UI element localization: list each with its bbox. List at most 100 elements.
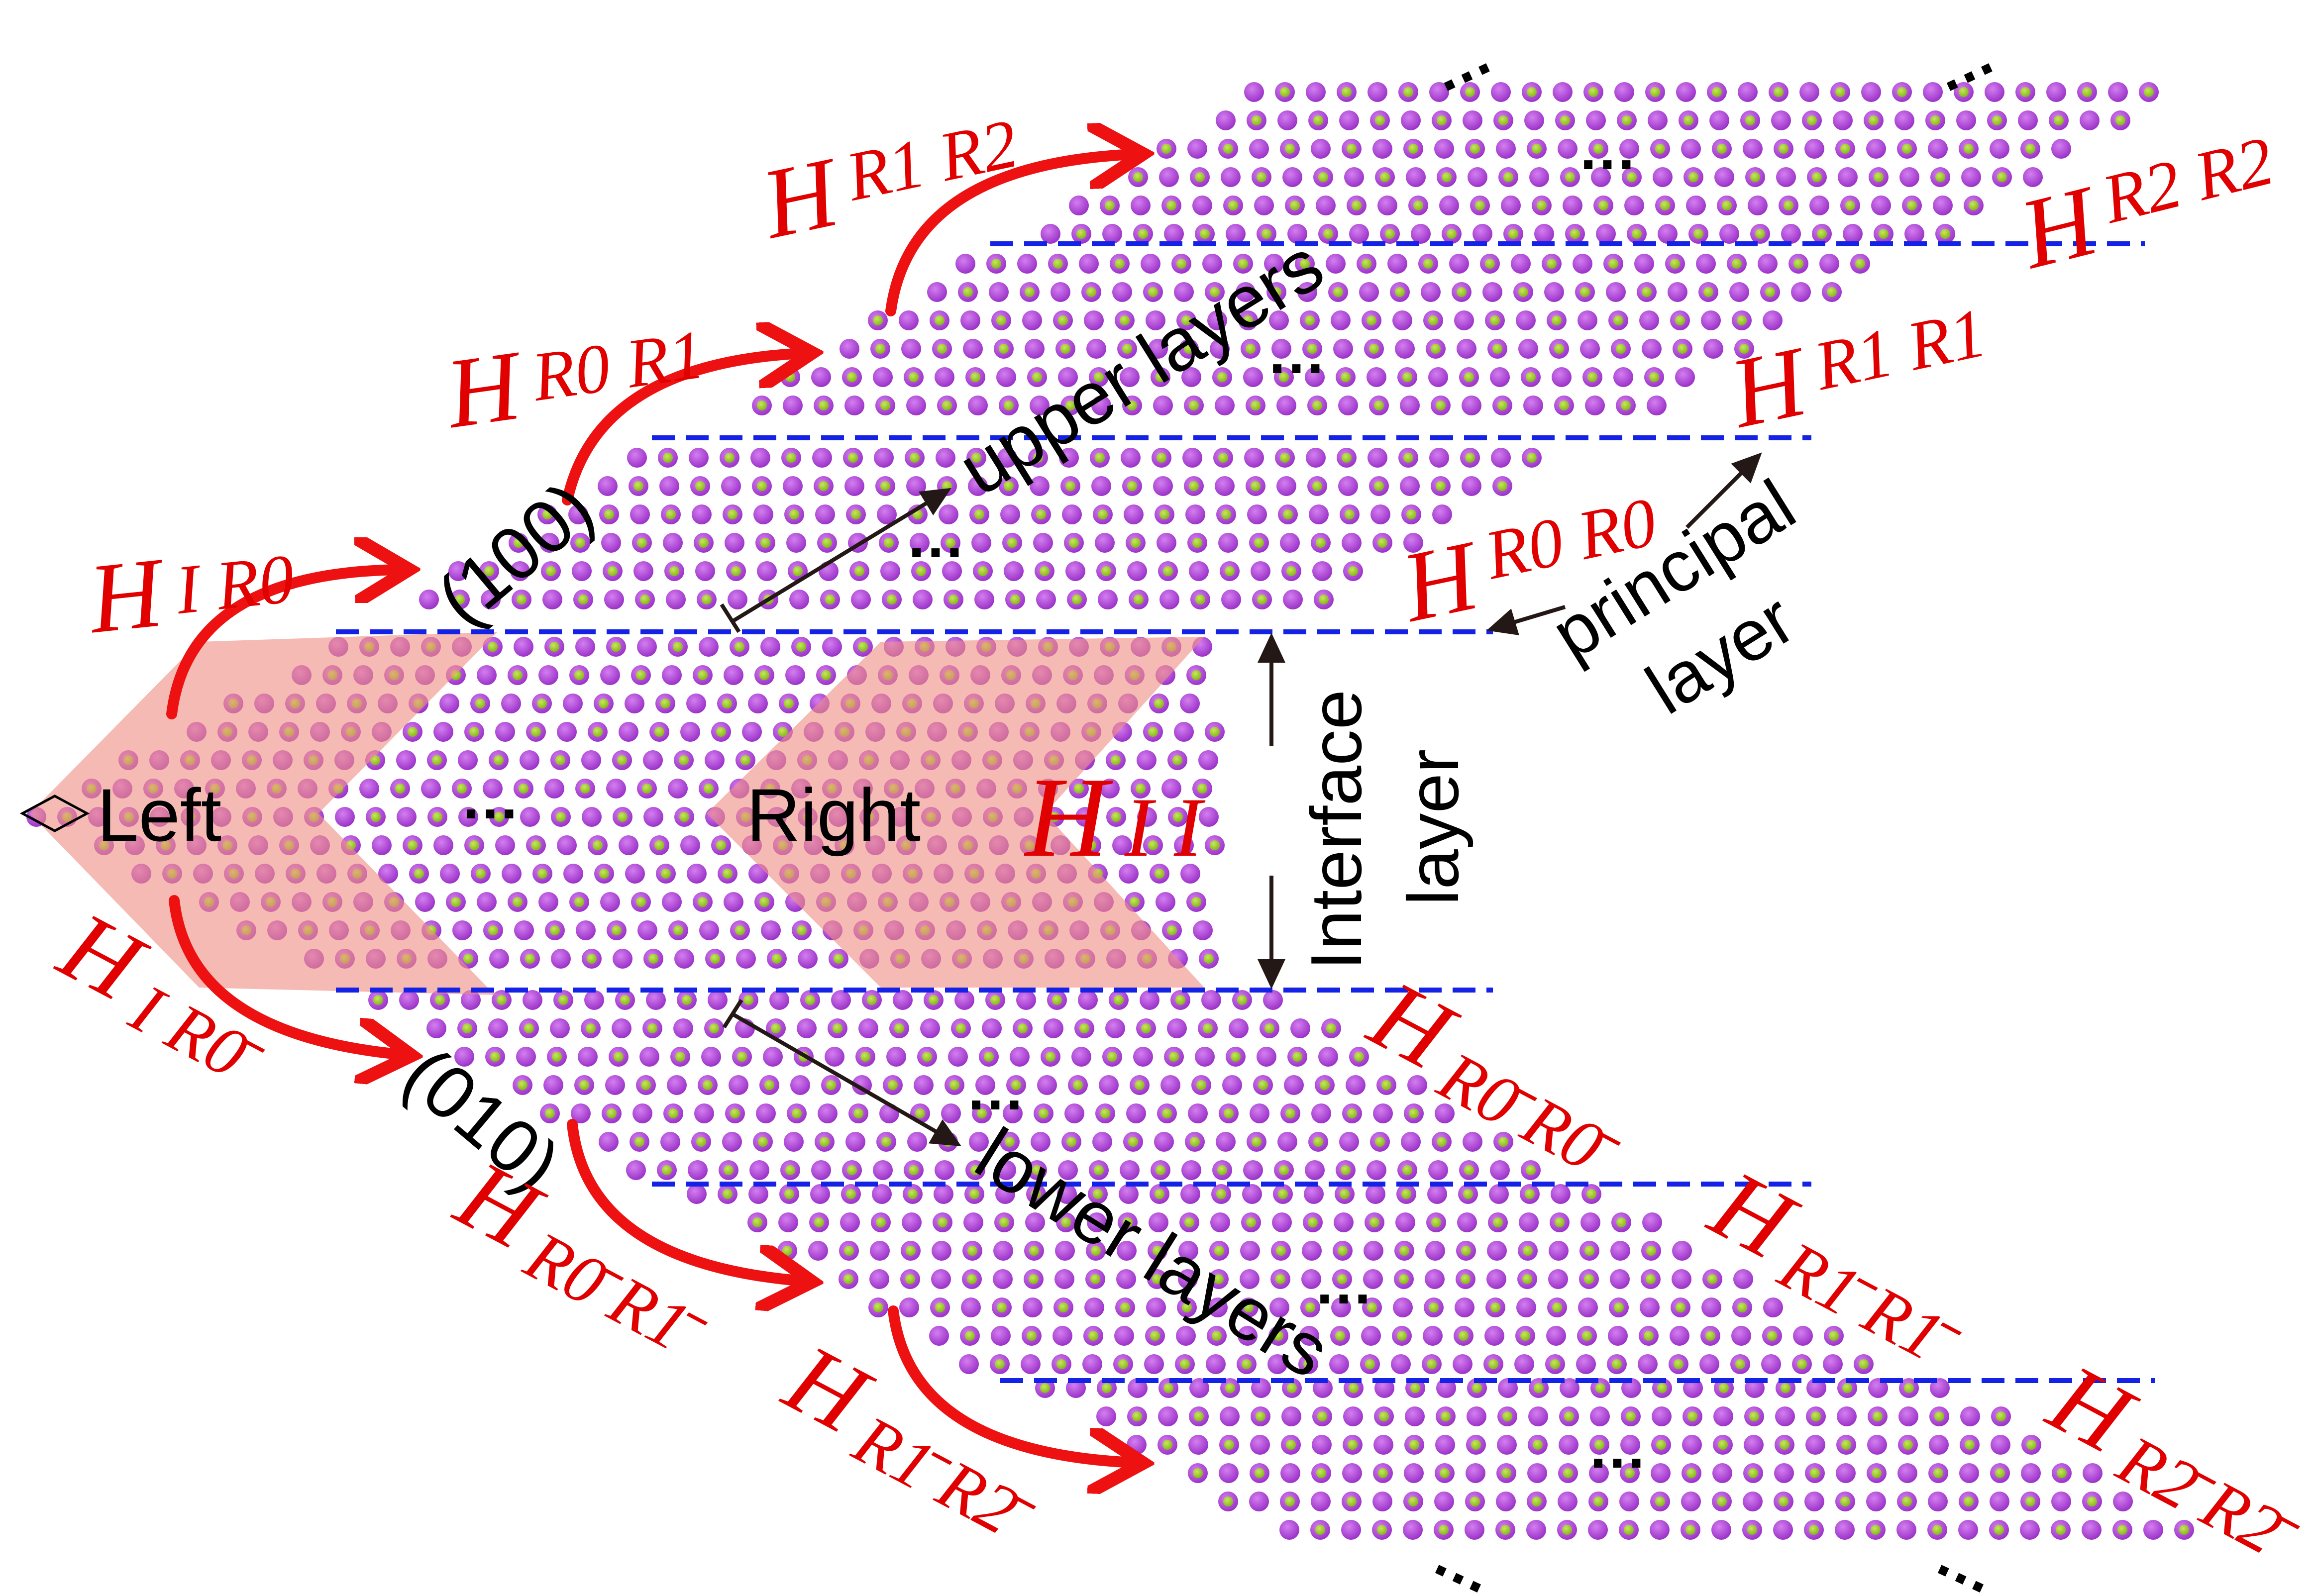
atom-green-core bbox=[1292, 1052, 1302, 1062]
atom-green-core bbox=[1285, 1496, 1295, 1506]
atom-green-core bbox=[1312, 481, 1322, 491]
atom-green-core bbox=[860, 1052, 870, 1062]
atom-green-core bbox=[580, 784, 590, 794]
atom-green-core bbox=[1503, 172, 1513, 182]
atom-purple bbox=[1284, 1075, 1304, 1095]
atom-purple bbox=[1249, 139, 1269, 159]
svg-text:H: H bbox=[752, 136, 851, 260]
atom-green-core bbox=[1264, 1023, 1274, 1033]
atom-green-core bbox=[2020, 87, 2030, 97]
atom-green-core bbox=[1532, 1496, 1542, 1506]
atom-purple bbox=[756, 1103, 776, 1123]
atom-green-core bbox=[550, 925, 560, 935]
atom-purple bbox=[1299, 1326, 1319, 1346]
atom-green-core bbox=[784, 1189, 794, 1199]
atom-green-core bbox=[974, 509, 984, 519]
atom-purple bbox=[1041, 224, 1060, 244]
atom-green-core bbox=[1779, 144, 1788, 154]
atom-purple bbox=[1406, 167, 1426, 187]
atom-green-core bbox=[703, 1080, 713, 1090]
atom-green-core bbox=[771, 1023, 781, 1033]
atom-purple bbox=[1401, 1132, 1421, 1152]
atom-purple bbox=[1549, 1241, 1569, 1261]
atom-green-core bbox=[1243, 315, 1253, 325]
atom-green-core bbox=[373, 995, 383, 1005]
atom-purple bbox=[1463, 110, 1482, 130]
atom-green-core bbox=[1735, 1359, 1745, 1369]
atom-green-core bbox=[1655, 144, 1665, 154]
atom-green-core bbox=[1182, 1302, 1192, 1312]
atom-purple bbox=[454, 1047, 474, 1067]
atom-green-core bbox=[1997, 172, 2007, 182]
atom-green-core bbox=[1587, 372, 1597, 382]
atom-green-core bbox=[695, 481, 705, 491]
atom-purple bbox=[1703, 339, 1723, 359]
atom-green-core bbox=[1244, 1302, 1254, 1312]
atom-purple bbox=[1781, 224, 1801, 244]
atom-green-core bbox=[514, 538, 524, 548]
atom-purple bbox=[523, 990, 542, 1010]
atom-purple bbox=[688, 1160, 708, 1180]
atom-green-core bbox=[593, 840, 603, 850]
atom-purple bbox=[877, 504, 897, 524]
atom-purple bbox=[1923, 82, 1943, 102]
atom-purple bbox=[1058, 367, 1078, 387]
atom-purple bbox=[1282, 167, 1302, 187]
atom-green-core bbox=[782, 1246, 792, 1256]
atom-green-core bbox=[1305, 1302, 1315, 1312]
atom-purple bbox=[2021, 1463, 2041, 1483]
atom-green-core bbox=[1278, 1189, 1288, 1199]
atom-green-core bbox=[1440, 1468, 1450, 1478]
atom-green-core bbox=[1463, 1189, 1473, 1199]
atom-green-core bbox=[469, 840, 479, 850]
atom-green-core bbox=[826, 1080, 836, 1090]
atom-green-core bbox=[1427, 1359, 1437, 1369]
atom-purple bbox=[1148, 339, 1168, 359]
atom-purple bbox=[1082, 1354, 1102, 1374]
atom-green-core bbox=[1374, 481, 1384, 491]
atom-purple bbox=[1302, 1241, 1322, 1261]
atom-green-core bbox=[792, 1108, 802, 1118]
atom-green-core bbox=[1300, 259, 1310, 269]
atom-purple bbox=[1457, 339, 1476, 359]
atom-green-core bbox=[731, 566, 741, 576]
atom-purple bbox=[778, 1212, 798, 1232]
atom-green-core bbox=[1305, 315, 1315, 325]
atom-green-core bbox=[1555, 1217, 1565, 1227]
atom-purple bbox=[2051, 139, 2071, 159]
atom-purple bbox=[1339, 110, 1359, 130]
atom-purple bbox=[1866, 139, 1886, 159]
atom-green-core bbox=[1378, 1468, 1388, 1478]
atom-green-core bbox=[2056, 1525, 2066, 1535]
atom-green-core bbox=[1817, 229, 1827, 239]
atom-green-core bbox=[935, 315, 945, 325]
atom-purple bbox=[461, 990, 481, 1010]
atom-purple bbox=[975, 1075, 995, 1095]
atom-purple bbox=[1242, 1184, 1262, 1204]
atom-purple bbox=[1642, 339, 1662, 359]
atom-green-core bbox=[1348, 1440, 1358, 1450]
atom-purple bbox=[1516, 310, 1536, 330]
atom-purple bbox=[1804, 139, 1824, 159]
atom-purple bbox=[1672, 1241, 1692, 1261]
right-wedge bbox=[707, 637, 1204, 988]
atom-purple bbox=[708, 990, 728, 1010]
atom-purple bbox=[1127, 1435, 1147, 1455]
atom-purple bbox=[1404, 1463, 1424, 1483]
atom-green-core bbox=[1058, 315, 1068, 325]
atom-green-core bbox=[1650, 87, 1660, 97]
atom-purple bbox=[785, 665, 805, 685]
interface-layer-label: layer bbox=[1393, 749, 1473, 905]
atom-purple bbox=[1276, 476, 1296, 496]
atom-purple bbox=[1711, 1520, 1731, 1540]
atom-purple bbox=[1243, 1160, 1263, 1180]
atom-purple bbox=[1591, 167, 1611, 187]
atom-purple bbox=[1342, 1463, 1362, 1483]
atom-purple bbox=[1608, 1326, 1628, 1346]
atom-purple bbox=[1462, 396, 1481, 415]
atom-green-core bbox=[1348, 566, 1358, 576]
atom-purple bbox=[749, 1160, 769, 1180]
atom-purple bbox=[1244, 448, 1264, 468]
atom-purple bbox=[1287, 224, 1307, 244]
atom-green-core bbox=[1705, 1331, 1715, 1341]
